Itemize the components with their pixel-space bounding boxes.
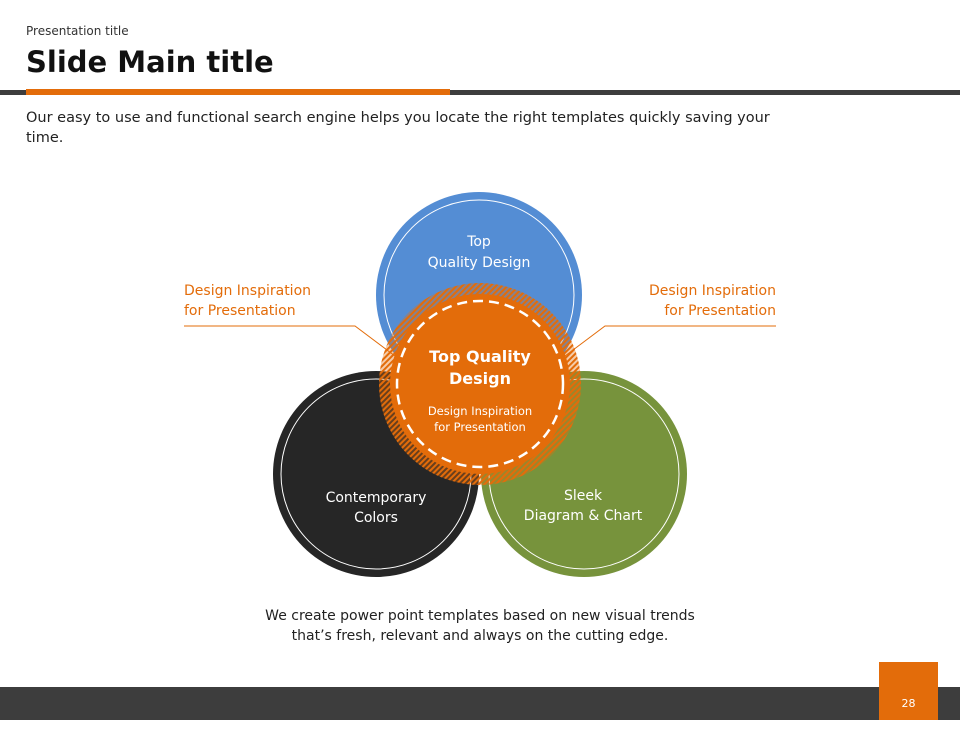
circle-top-line2: Quality Design [428,255,531,271]
callout-left-line2: for Presentation [184,303,296,319]
presentation-title: Presentation title [26,24,129,38]
slide-main-title: Slide Main title [26,45,274,79]
callout-right-line1: Design Inspiration [648,283,776,299]
callout-left-connector [184,325,396,357]
center-title-line1: Top Quality [429,347,531,366]
footer-text-line1: We create power point templates based on… [265,608,695,624]
circle-top-line1: Top [466,234,491,250]
circle-left-line2: Colors [354,510,398,526]
callout-right-line2: for Presentation [664,303,776,319]
footer-bar [0,687,960,720]
circle-right-line2: Diagram & Chart [524,508,643,524]
slide-description: Our easy to use and functional search en… [26,110,770,146]
center-sub-line2: for Presentation [434,420,526,434]
center-sub-line1: Design Inspiration [428,404,532,418]
callout-right: Design Inspiration for Presentation [649,281,776,321]
circle-left-line1: Contemporary [326,490,427,506]
title-accent-bar [26,89,450,95]
callout-right-connector [564,325,776,357]
callout-left-line1: Design Inspiration [184,283,312,299]
title-divider [0,90,960,95]
footer-text: We create power point templates based on… [200,606,760,646]
center-title-line2: Design [449,369,511,388]
venn-diagram: Top Quality Design Contemporary Colors S… [184,192,776,577]
callout-left: Design Inspiration for Presentation [184,281,311,321]
circle-right-line1: Sleek [564,488,603,504]
circle-center [379,283,581,485]
footer-text-line2: that’s fresh, relevant and always on the… [291,628,669,644]
page-number: 28 [879,662,938,720]
